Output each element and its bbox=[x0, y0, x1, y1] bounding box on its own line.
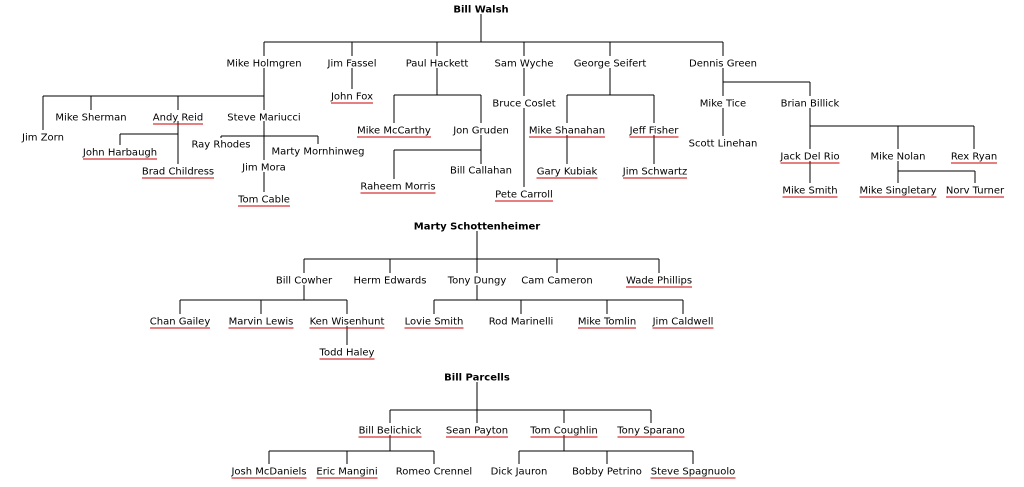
coach-label[interactable]: Wade Phillips bbox=[626, 276, 692, 287]
coach-label[interactable]: Tom Cable bbox=[237, 195, 290, 206]
coach-label: Steve Mariucci bbox=[227, 113, 300, 124]
coach-label[interactable]: Ken Wisenhunt bbox=[310, 317, 385, 328]
coach-label[interactable]: Pete Carroll bbox=[495, 190, 553, 201]
coach-label[interactable]: Brad Childress bbox=[142, 167, 214, 178]
coach-label[interactable]: Mike Singletary bbox=[860, 186, 937, 197]
coach-label[interactable]: Sean Payton bbox=[446, 426, 508, 437]
root-coach-label: Bill Parcells bbox=[444, 373, 510, 384]
coach-label[interactable]: Norv Turner bbox=[946, 186, 1005, 197]
coach-label[interactable]: Rex Ryan bbox=[951, 152, 997, 163]
coach-label: Sam Wyche bbox=[494, 59, 553, 70]
coach-label[interactable]: Jim Schwartz bbox=[622, 167, 687, 178]
coach-label: Mike Nolan bbox=[870, 152, 925, 163]
coach-label[interactable]: Gary Kubiak bbox=[537, 167, 598, 178]
coach-label[interactable]: Andy Reid bbox=[153, 113, 203, 124]
coach-label[interactable]: Mike McCarthy bbox=[357, 126, 431, 137]
coach-label: Mike Holmgren bbox=[226, 59, 301, 70]
coach-label: Bobby Petrino bbox=[572, 467, 642, 478]
coach-label[interactable]: Jim Caldwell bbox=[652, 317, 714, 328]
coach-label: Cam Cameron bbox=[521, 276, 592, 287]
coach-label[interactable]: Josh McDaniels bbox=[230, 467, 306, 478]
coach-label: Dennis Green bbox=[689, 59, 757, 70]
coach-label[interactable]: John Fox bbox=[330, 92, 373, 103]
coach-label[interactable]: Lovie Smith bbox=[405, 317, 464, 328]
coach-label: Ray Rhodes bbox=[191, 140, 250, 151]
coach-label[interactable]: Tony Sparano bbox=[616, 426, 684, 437]
coach-label[interactable]: Bill Belichick bbox=[359, 426, 422, 437]
coach-label: Paul Hackett bbox=[406, 59, 469, 70]
coach-label: Bill Cowher bbox=[276, 276, 333, 287]
coach-label[interactable]: John Harbaugh bbox=[82, 148, 157, 159]
coach-label[interactable]: Mike Shanahan bbox=[529, 126, 605, 137]
coach-label[interactable]: Mike Smith bbox=[782, 186, 837, 197]
coach-label[interactable]: Raheem Morris bbox=[360, 182, 435, 193]
red-underlines bbox=[82, 102, 1005, 479]
root-coach-label: Bill Walsh bbox=[453, 5, 508, 16]
coach-label: Tony Dungy bbox=[447, 276, 507, 287]
coach-label[interactable]: Jack Del Rio bbox=[779, 152, 839, 163]
coach-label: Scott Linehan bbox=[689, 139, 758, 150]
connector-lines bbox=[42, 14, 976, 464]
coach-label[interactable]: Jeff Fisher bbox=[629, 126, 680, 137]
coach-label: Bill Callahan bbox=[450, 166, 512, 177]
coach-label: Brian Billick bbox=[781, 99, 840, 110]
coach-label: Mike Tice bbox=[700, 99, 746, 110]
coach-label: Herm Edwards bbox=[354, 276, 427, 287]
coach-label: Marty Mornhinweg bbox=[271, 147, 364, 158]
coach-label: Bruce Coslet bbox=[492, 99, 555, 110]
coach-label[interactable]: Chan Gailey bbox=[150, 317, 211, 328]
coach-label: Dick Jauron bbox=[491, 467, 548, 478]
coach-label: Mike Sherman bbox=[55, 113, 126, 124]
coach-label: Jim Fassel bbox=[327, 59, 377, 70]
coach-label: Rod Marinelli bbox=[489, 317, 554, 328]
coach-label[interactable]: Todd Haley bbox=[319, 348, 375, 359]
coach-label: Jim Mora bbox=[241, 163, 286, 174]
coach-label[interactable]: Eric Mangini bbox=[316, 467, 377, 478]
coach-label[interactable]: Marvin Lewis bbox=[229, 317, 294, 328]
coach-label: Jim Zorn bbox=[21, 133, 64, 144]
root-coach-label: Marty Schottenheimer bbox=[414, 222, 541, 233]
coach-label: Romeo Crennel bbox=[396, 467, 472, 478]
coach-label[interactable]: Tom Coughlin bbox=[529, 426, 597, 437]
coach-label[interactable]: Steve Spagnuolo bbox=[651, 467, 736, 478]
coach-label[interactable]: Mike Tomlin bbox=[578, 317, 636, 328]
coach-label: George Seifert bbox=[574, 59, 647, 70]
coach-label: Jon Gruden bbox=[452, 126, 509, 137]
